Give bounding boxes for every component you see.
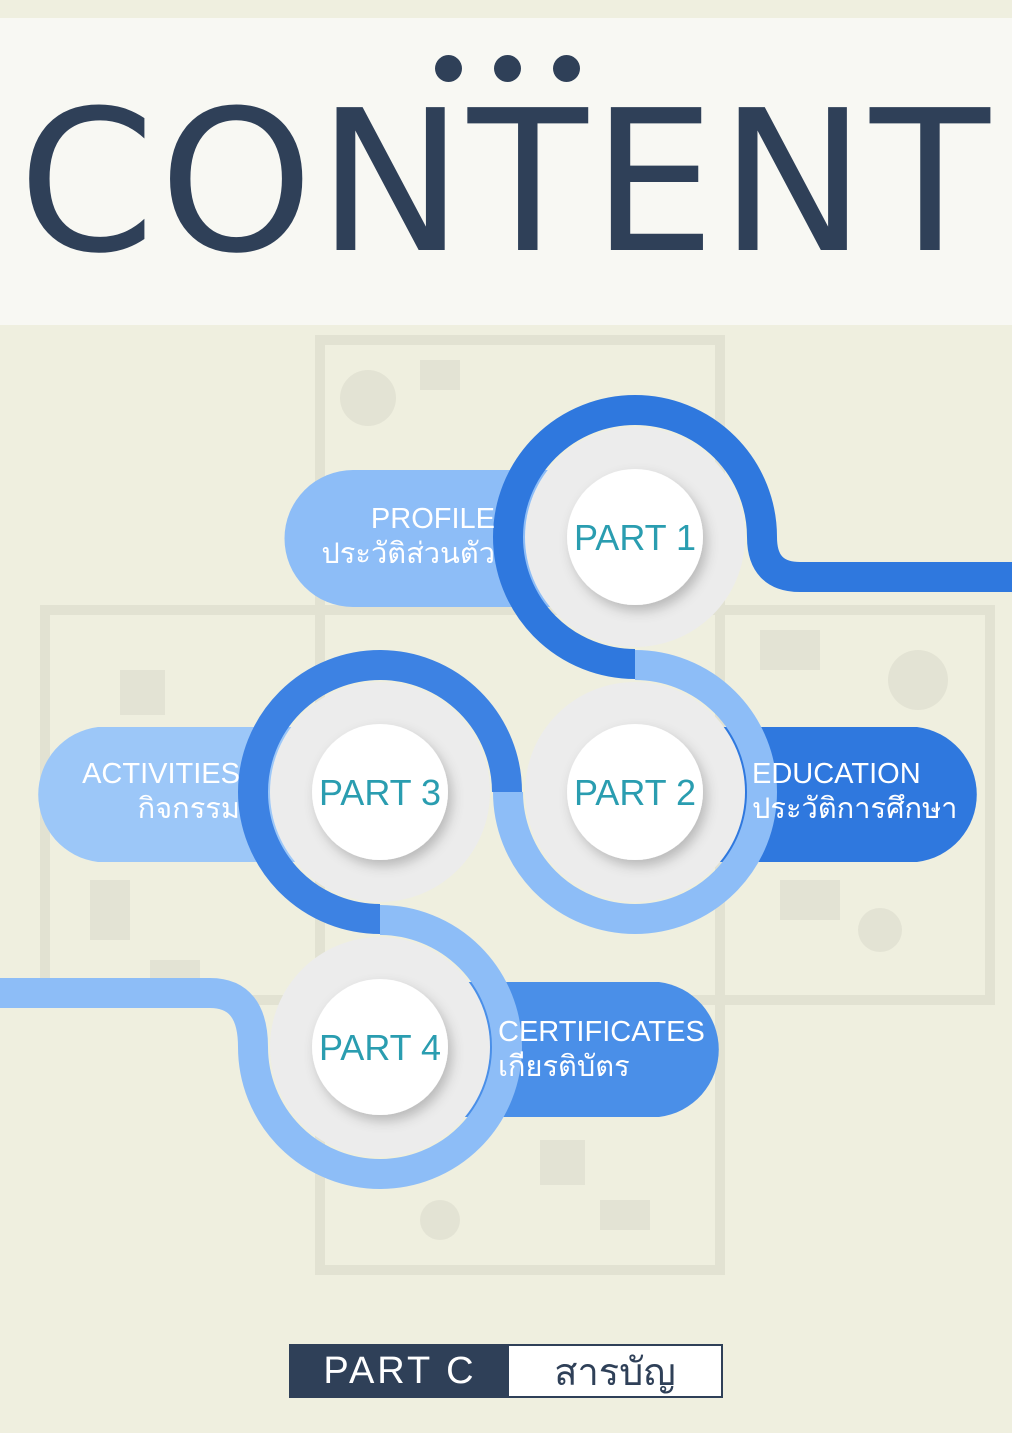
- part1-title-th: ประวัติส่วนตัว: [321, 538, 495, 570]
- medical-pattern-icons: [90, 360, 948, 1240]
- footer-part: PART C: [291, 1346, 509, 1396]
- part4-title-en: CERTIFICATES: [498, 1016, 705, 1048]
- dot-icon: [553, 55, 580, 82]
- part2-badge[interactable]: PART 2: [525, 682, 745, 902]
- part1-badge[interactable]: PART 1: [525, 427, 745, 647]
- part2-title-en: EDUCATION: [752, 758, 921, 790]
- part4-label: PART 4: [319, 1027, 441, 1068]
- part2-title-th: ประวัติการศึกษา: [752, 793, 957, 825]
- dot-icon: [494, 55, 521, 82]
- page-title: CONTENT: [18, 69, 994, 297]
- part3-title-th: กิจกรรม: [138, 793, 240, 825]
- footer-section-title: สารบัญ: [509, 1346, 721, 1396]
- part3-badge[interactable]: PART 3: [270, 682, 490, 902]
- part4-title-th: เกียรติบัตร: [498, 1051, 630, 1083]
- dot-icon: [435, 55, 462, 82]
- footer-label: PART C สารบัญ: [289, 1344, 723, 1398]
- part1-label: PART 1: [574, 517, 696, 558]
- part3-label: PART 3: [319, 772, 441, 813]
- part4-badge[interactable]: PART 4: [270, 937, 490, 1157]
- part3-title-en: ACTIVITIES: [82, 758, 240, 790]
- part2-label: PART 2: [574, 772, 696, 813]
- part1-title-en: PROFILE: [371, 503, 495, 535]
- connector-tracks: [0, 395, 1012, 1190]
